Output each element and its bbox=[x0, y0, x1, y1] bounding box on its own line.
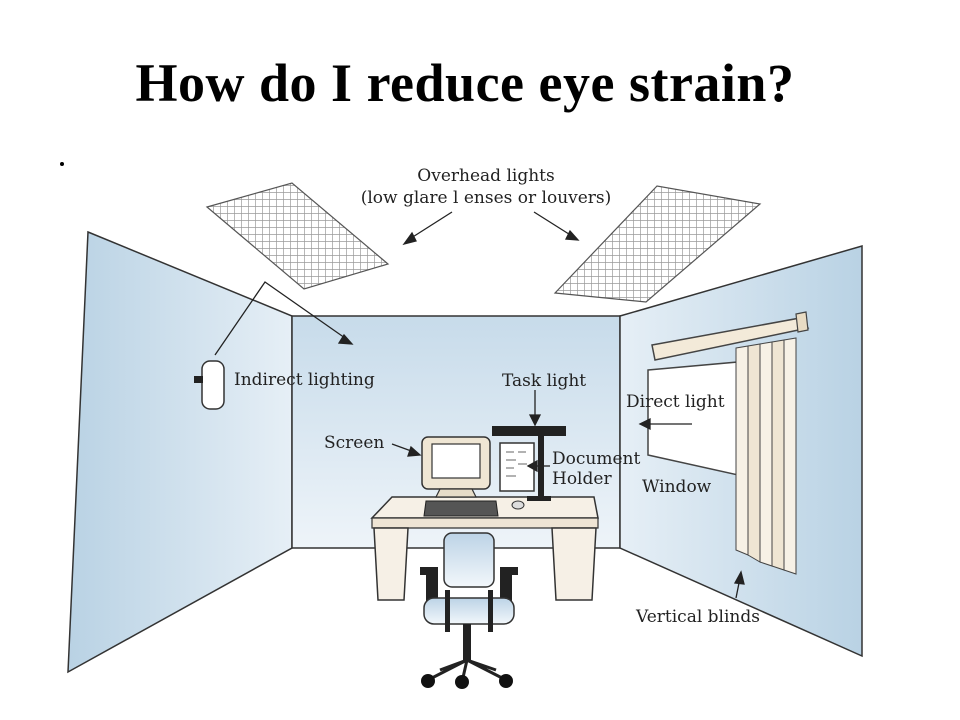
document-holder bbox=[499, 442, 535, 492]
vertical-blinds bbox=[651, 311, 810, 575]
label-screen: Screen bbox=[324, 433, 384, 453]
task-lamp bbox=[492, 426, 566, 501]
left-wall bbox=[67, 230, 293, 674]
chair bbox=[420, 532, 518, 689]
label-window: Window bbox=[642, 477, 712, 497]
label-overhead-lights-note: (low glare l enses or louvers) bbox=[361, 188, 612, 208]
arrow-overhead-right bbox=[533, 211, 573, 237]
bullet-dot bbox=[60, 162, 64, 166]
arrow-overhead-left bbox=[407, 211, 453, 241]
label-direct-light: Direct light bbox=[626, 392, 725, 412]
label-document: Document bbox=[552, 449, 640, 469]
monitor bbox=[421, 436, 525, 517]
keyboard bbox=[423, 500, 499, 517]
arrow-indirect bbox=[214, 281, 346, 356]
wall-sconce bbox=[194, 360, 225, 410]
label-vertical-blinds: Vertical blinds bbox=[635, 607, 760, 627]
overhead-light-left bbox=[205, 182, 390, 290]
window bbox=[647, 361, 739, 476]
label-task-light: Task light bbox=[502, 371, 586, 391]
pointer-arrows bbox=[214, 211, 745, 599]
overhead-light-right bbox=[553, 185, 762, 303]
slide-title: How do I reduce eye strain? bbox=[135, 53, 795, 113]
mouse bbox=[511, 500, 525, 510]
label-holder: Holder bbox=[552, 469, 612, 489]
label-overhead-lights: Overhead lights bbox=[417, 166, 554, 186]
label-indirect-lighting: Indirect lighting bbox=[234, 370, 375, 390]
